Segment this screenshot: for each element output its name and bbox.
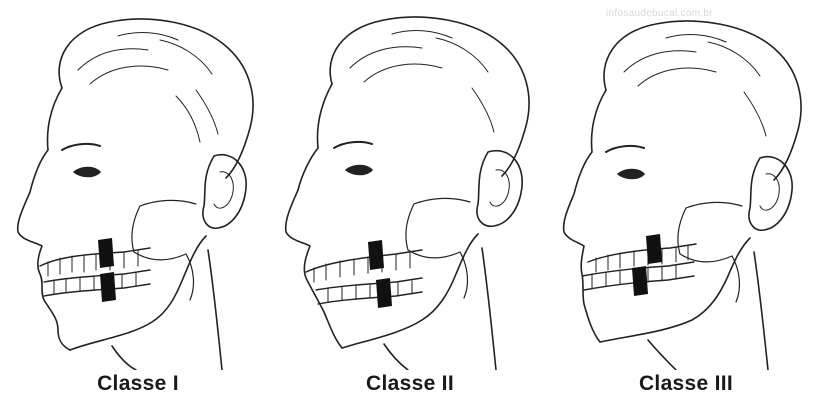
face-profile: [18, 88, 70, 350]
upper-teeth: [40, 248, 150, 266]
head-profile-illustration-2: [272, 0, 548, 370]
lower-teeth: [316, 278, 422, 304]
face-profile: [564, 90, 606, 342]
head-profile-illustration-3: [548, 0, 824, 370]
ear-outline: [477, 151, 522, 227]
face-profile: [286, 84, 342, 348]
head-profile-illustration-1: [0, 0, 276, 370]
panel-classe-2: Classe II: [272, 0, 548, 411]
panel-classe-1: Classe I: [0, 0, 276, 411]
caption-classe-1: Classe I: [0, 372, 276, 396]
molar-relation-marker: [632, 234, 662, 296]
ear-outline: [203, 155, 246, 229]
caption-classe-2: Classe II: [272, 372, 548, 396]
hair-outline: [330, 17, 529, 176]
molar-relation-marker: [98, 238, 116, 302]
caption-classe-3: Classe III: [548, 372, 824, 396]
ear-outline: [749, 157, 792, 231]
panel-classe-3: Classe III: [548, 0, 824, 411]
upper-teeth: [306, 250, 422, 272]
